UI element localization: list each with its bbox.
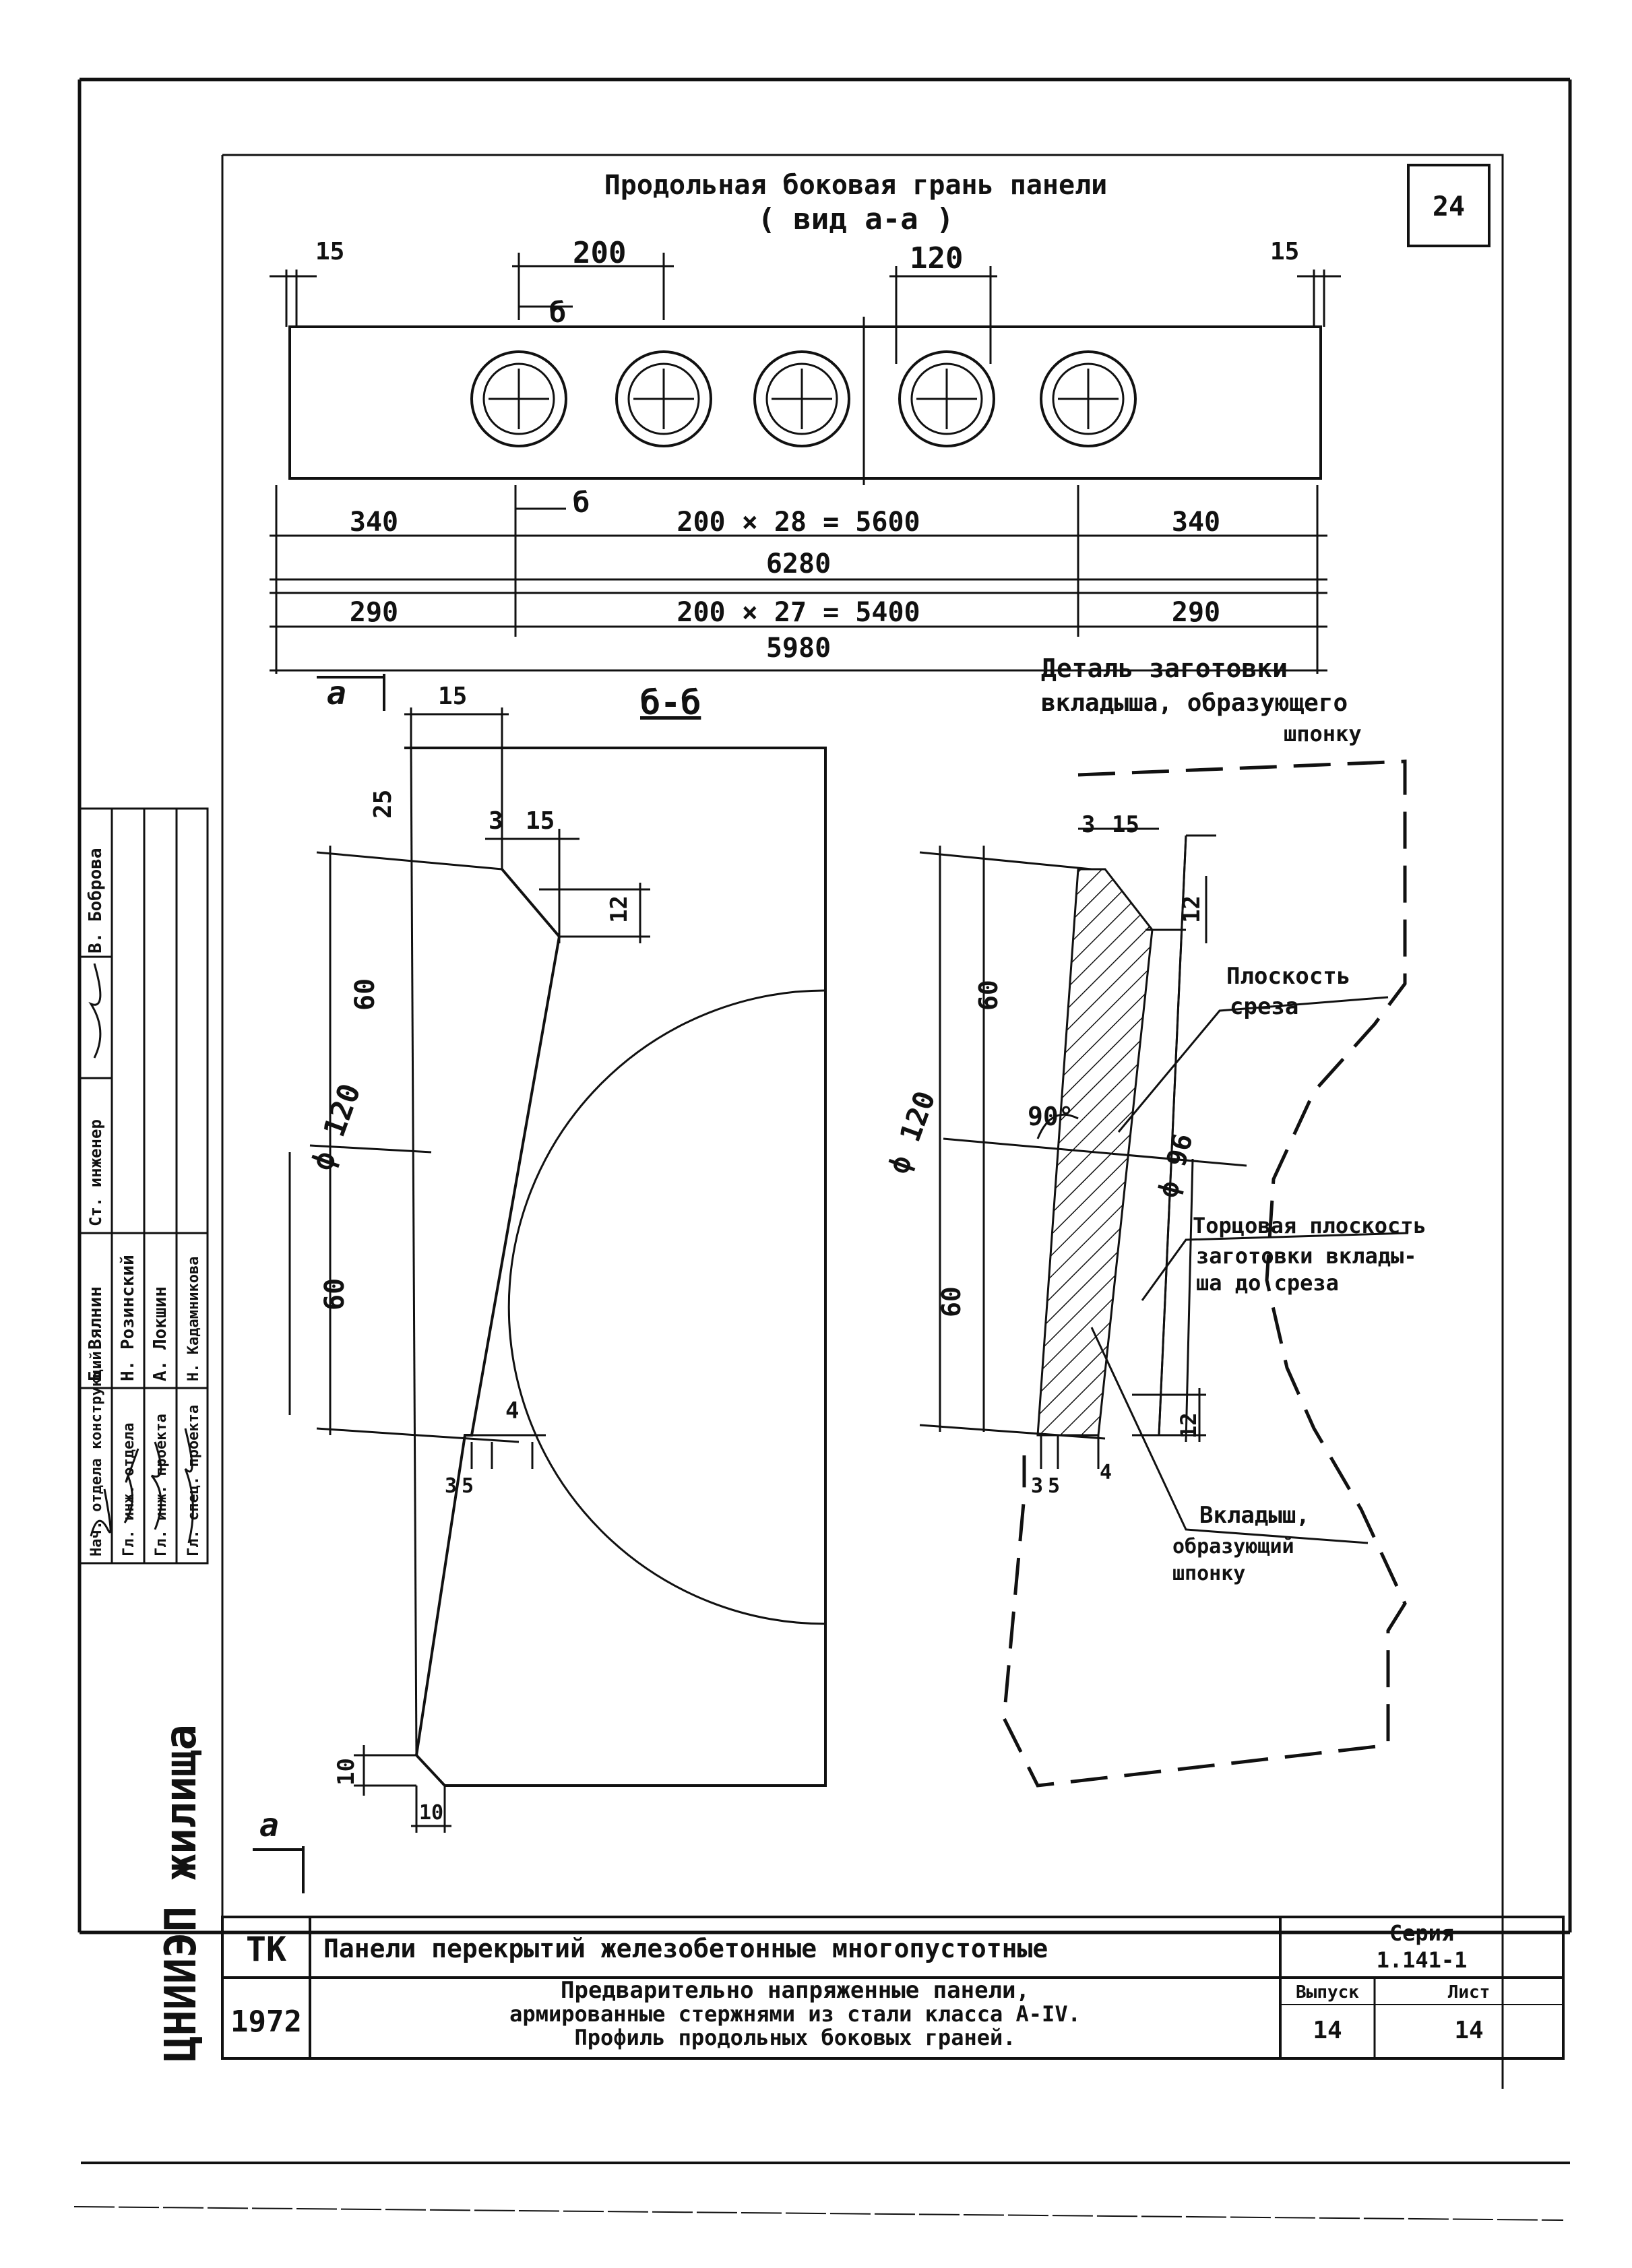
section-mark-2: б bbox=[573, 486, 590, 519]
dim-pitch: 200 bbox=[573, 236, 626, 270]
view-mark-bottom: а bbox=[259, 1806, 279, 1844]
dim-5: 5 bbox=[462, 1474, 474, 1498]
detail-title-3: шпонку bbox=[1284, 721, 1362, 747]
dim-row2-right: 290 bbox=[1172, 597, 1220, 628]
callout-cut-plane-1: Плоскость bbox=[1226, 963, 1350, 990]
title-code: ТК bbox=[246, 1930, 286, 1969]
org-logo-text: ЦНИИЭП жилища bbox=[156, 1724, 206, 2062]
sheet-label: Лист bbox=[1448, 1982, 1490, 2003]
detail-title-1: Деталь заготовки bbox=[1041, 654, 1288, 683]
view-mark-top: а bbox=[327, 674, 346, 712]
dim-3: 3 bbox=[489, 807, 503, 835]
void-hole bbox=[753, 350, 850, 447]
name-4: Н. Кадамникова bbox=[185, 1257, 202, 1381]
top-view-title-1: Продольная боковая грань панели bbox=[604, 170, 1108, 201]
detail-dim-5: 5 bbox=[1048, 1474, 1060, 1498]
dim-15b: 15 bbox=[526, 807, 555, 835]
callout-end-plane-2: заготовки вклады- bbox=[1196, 1243, 1417, 1269]
dim-60a: 60 bbox=[350, 978, 381, 1011]
issue-label: Выпуск bbox=[1296, 1982, 1359, 2003]
extra-name: В. Боброва bbox=[86, 848, 106, 953]
detail-dim-3b: 3 bbox=[1031, 1474, 1043, 1498]
section-mark-1: б bbox=[549, 296, 566, 329]
callout-end-plane-1: Торцовая плоскость bbox=[1193, 1213, 1426, 1238]
role-2: Гл. инж. отдела bbox=[121, 1422, 137, 1556]
detail-angle: 90° bbox=[1028, 1102, 1074, 1131]
detail-dim-60a: 60 bbox=[974, 980, 1003, 1011]
section-label: б-б bbox=[640, 683, 701, 722]
org-logo: ЦНИИЭП жилища bbox=[156, 1724, 206, 2062]
issue-value: 14 bbox=[1313, 2017, 1342, 2044]
role-4: Гл. спец. проекта bbox=[185, 1405, 202, 1556]
void-hole bbox=[898, 350, 995, 447]
dim-edge-right: 15 bbox=[1270, 238, 1299, 265]
void-hole bbox=[470, 350, 567, 447]
name-1: Б. Вялнин bbox=[86, 1286, 106, 1381]
series-label: Серия bbox=[1389, 1920, 1454, 1946]
role-3: Гл. инж. проекта bbox=[153, 1414, 170, 1556]
callout-end-plane-3: ша до среза bbox=[1196, 1270, 1339, 1296]
dim-row1-left: 340 bbox=[350, 507, 398, 538]
name-3: А. Локшин bbox=[150, 1286, 170, 1381]
dim-10b: 10 bbox=[419, 1801, 443, 1825]
title-sub-3: Профиль продольных боковых граней. bbox=[574, 2025, 1015, 2050]
top-view-title-2: ( вид а-а ) bbox=[757, 202, 953, 237]
detail-dim-4: 4 bbox=[1100, 1461, 1112, 1484]
dim-edge-left: 15 bbox=[315, 238, 344, 265]
detail-dim-12b: 12 bbox=[1176, 1412, 1201, 1439]
signature-5 bbox=[88, 963, 102, 1059]
title-block: ТК 1972 Панели перекрытий железобетонные… bbox=[221, 1916, 1565, 2060]
detail-dim-dia: ф 120 bbox=[881, 1087, 941, 1178]
dim-row2-left: 290 bbox=[350, 597, 398, 628]
signature-strip: Нач. отдела конструкций Гл. инж. отдела … bbox=[78, 807, 209, 1565]
sheet-number: 24 bbox=[1433, 191, 1465, 222]
detail-title-2: вкладыша, образующего bbox=[1041, 689, 1348, 717]
sheet-frame bbox=[73, 77, 1572, 2221]
title-year: 1972 bbox=[230, 2005, 302, 2039]
dim-4: 4 bbox=[505, 1397, 519, 1424]
signature-4 bbox=[184, 1428, 194, 1544]
dim-dia: ф 120 bbox=[305, 1079, 367, 1175]
callout-insert-1: Вкладыш, bbox=[1199, 1502, 1310, 1529]
dim-row1-total: 6280 bbox=[766, 548, 831, 579]
dim-row2-mid: 200 × 27 = 5400 bbox=[677, 597, 920, 628]
void-hole bbox=[1040, 350, 1137, 447]
dim-12: 12 bbox=[606, 895, 633, 923]
sheet-value: 14 bbox=[1454, 2017, 1483, 2044]
callout-insert-3: шпонку bbox=[1172, 1562, 1245, 1585]
dim-hole: 120 bbox=[910, 241, 963, 276]
panel-side-face bbox=[288, 325, 1322, 480]
void-hole bbox=[615, 350, 712, 447]
section-view: а б-б 15 25 3 15 12 60 60 ф 120 4 3 bbox=[253, 674, 827, 1893]
signature-3 bbox=[150, 1441, 162, 1530]
role-1: Нач. отдела конструкций bbox=[88, 1351, 105, 1556]
sheet-number-box: 24 bbox=[1407, 164, 1490, 247]
dim-10a: 10 bbox=[333, 1758, 360, 1786]
dim-row2-total: 5980 bbox=[766, 633, 831, 664]
extra-role: Ст. инженер bbox=[86, 1119, 105, 1226]
dim-25: 25 bbox=[369, 790, 397, 819]
callout-cut-plane-2: среза bbox=[1230, 993, 1298, 1020]
detail-dim-60b: 60 bbox=[937, 1286, 966, 1317]
signature-2 bbox=[123, 1448, 139, 1523]
title-main: Панели перекрытий железобетонные многопу… bbox=[323, 1934, 1048, 1963]
detail-dim-3: 3 bbox=[1081, 811, 1095, 838]
callout-insert-2: образующий bbox=[1172, 1535, 1294, 1558]
dim-row1-mid: 200 × 28 = 5600 bbox=[677, 507, 920, 538]
dim-row1-right: 340 bbox=[1172, 507, 1220, 538]
dim-3b: 3 bbox=[445, 1474, 457, 1498]
title-sub-1: Предварительно напряженные панели, bbox=[561, 1977, 1030, 2004]
title-sub-2: армированные стержнями из стали класса А… bbox=[509, 2001, 1081, 2027]
detail-dim-15: 15 bbox=[1112, 811, 1139, 838]
void-holes bbox=[470, 350, 1137, 447]
dim-60b: 60 bbox=[319, 1278, 350, 1311]
series-value: 1.141-1 bbox=[1377, 1947, 1468, 1973]
name-2: Н. Розинский bbox=[118, 1255, 138, 1381]
signature-1 bbox=[90, 1488, 112, 1537]
top-view: Продольная боковая грань панели ( вид а-… bbox=[270, 170, 1341, 674]
detail-view: Деталь заготовки вкладыша, образующего ш… bbox=[881, 654, 1426, 1788]
dim-15: 15 bbox=[438, 683, 467, 710]
